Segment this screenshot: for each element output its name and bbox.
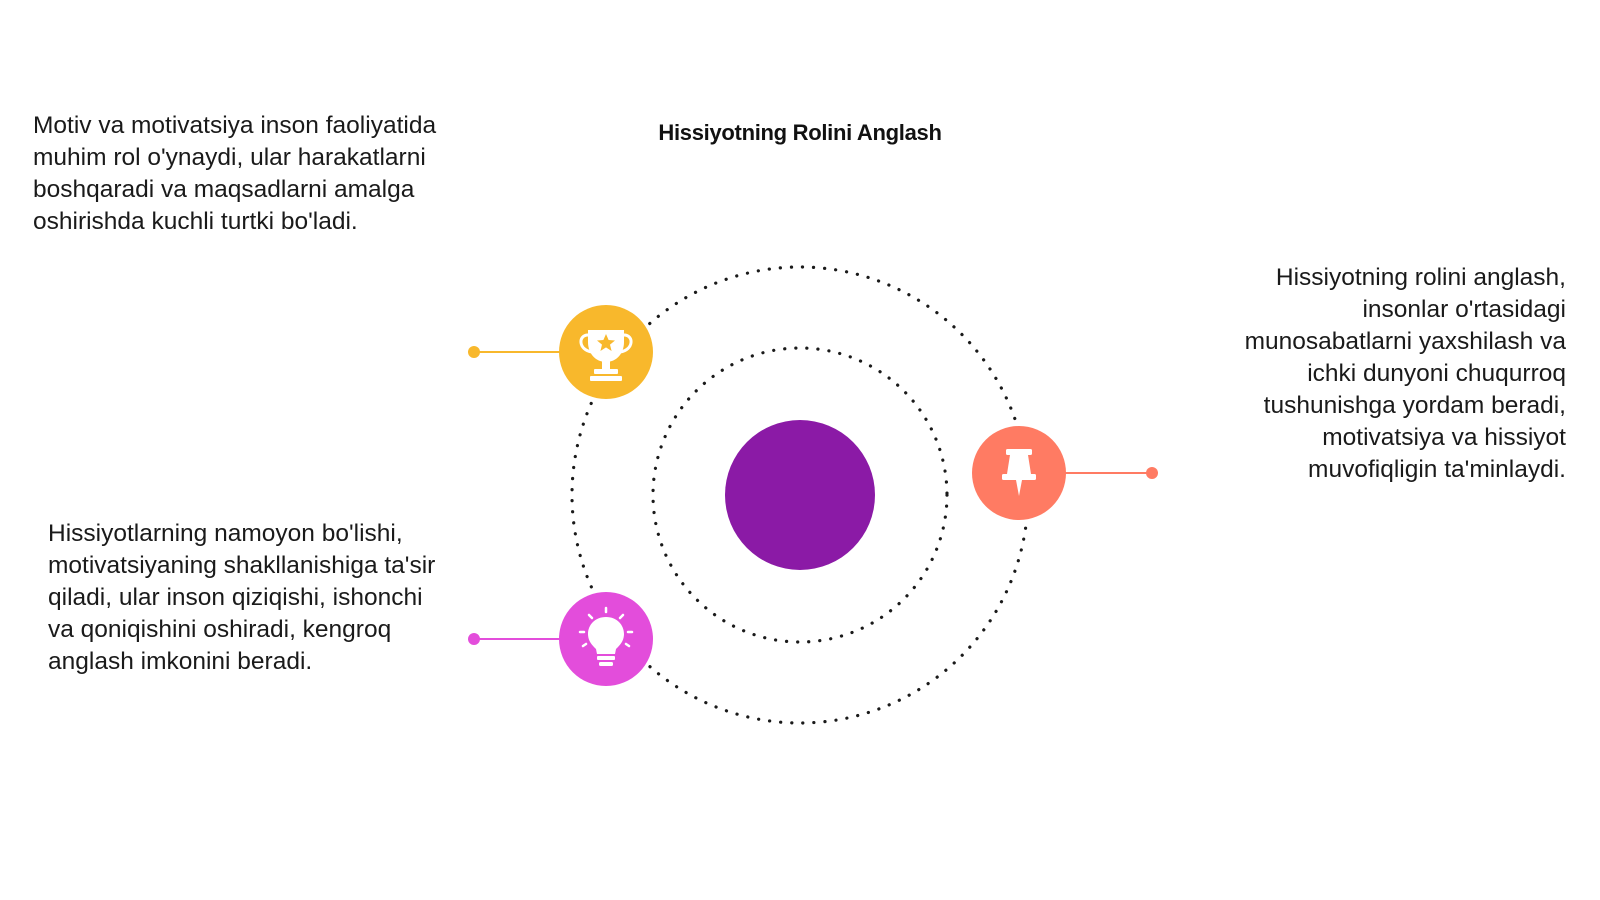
text-emotion-expression: Hissiyotlarning namoyon bo'lishi, motiva… <box>48 520 436 675</box>
diagram-title: Hissiyotning Rolini Anglash <box>658 120 942 145</box>
pin-connector <box>1065 467 1158 479</box>
trophy-connector <box>468 346 565 358</box>
bulb-connector <box>468 633 565 645</box>
pushpin-icon <box>1002 449 1036 496</box>
inner-orbit <box>651 346 949 644</box>
lightbulb-icon <box>578 606 634 666</box>
center-circle <box>725 420 875 570</box>
trophy-node <box>559 305 653 399</box>
pushpin-node <box>972 426 1066 520</box>
text-motivation: Motiv va motivatsiya inson faoliyatida m… <box>33 112 437 235</box>
lightbulb-node <box>559 592 653 686</box>
text-understanding-emotions: Hissiyotning rolini anglash, insonlar o'… <box>1244 264 1566 483</box>
trophy-icon <box>579 330 633 381</box>
